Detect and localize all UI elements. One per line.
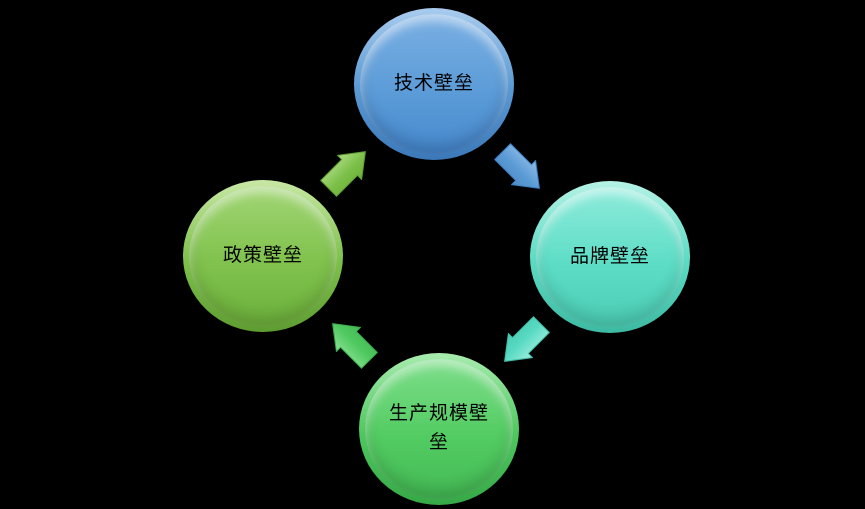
- node-label: 政策壁垒: [222, 243, 303, 266]
- cycle-node-policy-barrier: 政策壁垒: [183, 180, 343, 332]
- cycle-arrow-bottom-to-left-icon: [321, 312, 382, 373]
- node-label: 品牌壁垒: [569, 244, 650, 267]
- node-label: 技术壁垒: [393, 71, 474, 94]
- cycle-node-brand-barrier: 品牌壁垒: [530, 181, 690, 333]
- cycle-node-technology-barrier: 技术壁垒: [354, 8, 514, 160]
- node-face: [365, 359, 513, 499]
- node-face: [360, 14, 508, 154]
- node-label: 生产规模壁垒: [388, 401, 489, 453]
- node-face: [536, 187, 684, 327]
- cycle-node-production-scale-barrier: 生产规模壁垒: [359, 353, 519, 505]
- cycle-arrow-top-to-right-icon: [491, 140, 552, 201]
- node-face: [189, 186, 337, 326]
- cycle-arrow-left-to-top-icon: [317, 140, 378, 201]
- cycle-arrow-right-to-bottom-icon: [493, 313, 554, 374]
